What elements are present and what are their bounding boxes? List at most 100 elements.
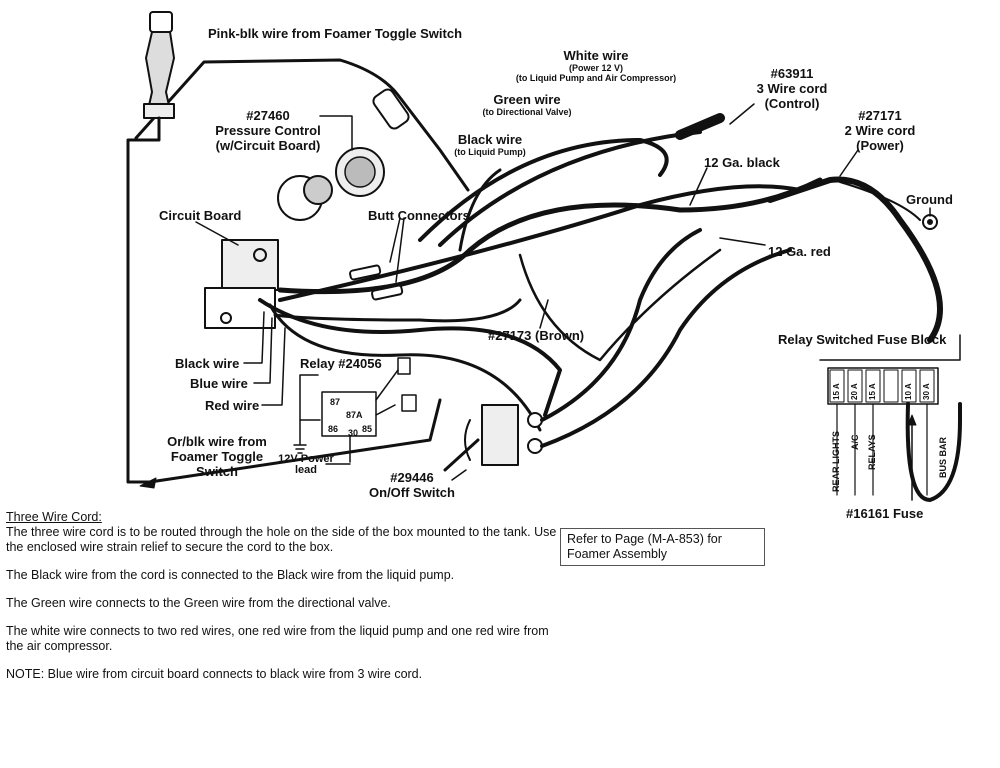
label-12ga-red: 12 Ga. red <box>768 244 831 259</box>
leader-29446 <box>451 469 467 481</box>
inline-fuse-holder <box>372 88 410 130</box>
fuse-rating-3: 15 A <box>868 383 877 400</box>
label-pink-blk-wire: Pink-blk wire from Foamer Toggle Switch <box>208 26 463 41</box>
black-wire-cb <box>258 298 562 417</box>
label-butt-connectors: Butt Connectors <box>368 208 470 223</box>
power-lead-line2: lead <box>294 464 317 476</box>
fuse-rating-2: 20 A <box>850 383 859 400</box>
with-circuit-board-label: (w/Circuit Board) <box>215 138 321 153</box>
circuit-board-shape <box>204 239 279 329</box>
relay-pin-87a: 87A <box>346 410 363 420</box>
label-fuse-block: Relay Switched Fuse Block <box>778 332 947 347</box>
pressure-control-knob <box>277 147 385 221</box>
notes-p4: The white wire connects to two red wires… <box>6 624 549 653</box>
enclosure-outline <box>126 138 160 484</box>
label-circuit-board: Circuit Board <box>159 208 242 223</box>
leader-63911 <box>729 103 755 125</box>
power-label: (Power) <box>856 138 904 153</box>
fuse-label-ac: A/C <box>850 434 860 451</box>
part-63911: #63911 <box>770 66 814 81</box>
ground-wire <box>839 181 921 221</box>
or-blk-line3: Switch <box>196 464 238 479</box>
cable-12ga-red <box>278 184 802 302</box>
label-ground: Ground <box>906 192 953 207</box>
label-16161-fuse: #16161 Fuse <box>846 506 924 521</box>
leader-blue-wire <box>253 317 273 384</box>
black-wire-top-title: Black wire <box>457 132 523 147</box>
fuse-label-relays: RELAYS <box>867 434 877 470</box>
relay-pin-86: 86 <box>328 424 339 434</box>
notes-p5: NOTE: Blue wire from circuit board conne… <box>6 667 423 681</box>
control-label: (Control) <box>764 96 820 111</box>
notes-p1: The three wire cord is to be routed thro… <box>6 525 557 554</box>
green-wire-sub: (to Directional Valve) <box>482 107 572 117</box>
white-wire-sub1: (Power 12 V) <box>568 63 624 73</box>
part-27171: #27171 <box>858 108 902 123</box>
relay-pin-85: 85 <box>362 424 373 434</box>
butt-connector-1 <box>349 264 382 281</box>
arrow-or-blk <box>139 477 157 489</box>
blue-wire-cb <box>268 303 542 432</box>
leader-27171 <box>839 149 859 177</box>
relay-switched-fuse-block <box>819 334 962 502</box>
fuse-rating-5: 10 A <box>904 383 913 400</box>
pressure-control-label: Pressure Control <box>215 123 321 138</box>
label-red-wire: Red wire <box>205 398 260 413</box>
butt-connector-2 <box>371 284 404 301</box>
label-white-wire: White wire (Power 12 V) (to Liquid Pump … <box>496 48 696 83</box>
red-wire-cb <box>273 298 522 323</box>
label-63911: #63911 3 Wire cord (Control) <box>742 66 842 111</box>
fuse-label-bus-bar: BUS BAR <box>938 436 948 478</box>
notes-section: Three Wire Cord: The three wire cord is … <box>6 510 566 695</box>
label-or-blk-wire: Or/blk wire from Foamer Toggle Switch <box>150 434 284 479</box>
relay-pin-87: 87 <box>330 397 341 407</box>
label-12ga-black: 12 Ga. black <box>704 155 780 170</box>
cable-black-liquid <box>458 168 502 252</box>
label-green-wire: Green wire (to Directional Valve) <box>462 92 592 117</box>
relay-pin-30: 30 <box>348 428 359 438</box>
foamer-toggle-handle <box>143 11 175 142</box>
black-wire-top-sub: (to Liquid Pump) <box>454 147 526 157</box>
leader-red-wire <box>261 327 286 406</box>
power-lead-line1: 12V Power <box>278 453 334 465</box>
leader-12ga-black <box>689 167 708 206</box>
notes-p2: The Black wire from the cord is connecte… <box>6 568 455 582</box>
white-wire-sub2: (to Liquid Pump and Air Compressor) <box>515 73 677 83</box>
leader-12ga-red <box>719 237 766 246</box>
notes-p3: The Green wire connects to the Green wir… <box>6 596 391 610</box>
pink-blk-wire <box>134 58 470 192</box>
cable-2wire <box>767 176 943 343</box>
three-wire-cord-label: 3 Wire cord <box>756 81 828 96</box>
label-29446: #29446 On/Off Switch <box>362 470 462 500</box>
leader-27460 <box>319 115 353 151</box>
label-blue-wire: Blue wire <box>190 376 248 391</box>
cable-3wire <box>675 113 725 140</box>
leader-circuit-board <box>195 221 239 246</box>
green-wire-title: Green wire <box>493 92 561 107</box>
reference-box: Refer to Page (M-A-853) for Foamer Assem… <box>560 528 765 566</box>
relay-24056 <box>293 357 417 463</box>
leader-27173 <box>539 299 549 329</box>
leader-black-wire <box>243 311 265 364</box>
label-27171: #27171 2 Wire cord (Power) <box>830 108 930 153</box>
part-27460: #27460 <box>246 108 290 123</box>
label-12v-power: 12V Power lead <box>272 454 340 476</box>
or-blk-line1: Or/blk wire from <box>167 434 267 449</box>
two-wire-cord-label: 2 Wire cord <box>844 123 916 138</box>
fuse-rating-1: 15 A <box>832 383 841 400</box>
label-black-wire-top: Black wire (to Liquid Pump) <box>436 132 544 157</box>
leader-butt <box>389 217 405 283</box>
on-off-switch-29446 <box>443 228 792 472</box>
cable-white <box>418 138 669 242</box>
brown-wire <box>518 248 722 362</box>
notes-heading: Three Wire Cord: <box>6 510 102 524</box>
white-wire-title: White wire <box>563 48 629 63</box>
or-blk-line2: Foamer Toggle <box>170 449 264 464</box>
on-off-switch-label: On/Off Switch <box>369 485 455 500</box>
or-blk-wire-path <box>148 398 442 484</box>
label-27460: #27460 Pressure Control (w/Circuit Board… <box>206 108 330 153</box>
fuse-rating-6: 30 A <box>922 383 931 400</box>
part-29446: #29446 <box>390 470 434 485</box>
label-black-wire: Black wire <box>175 356 240 371</box>
